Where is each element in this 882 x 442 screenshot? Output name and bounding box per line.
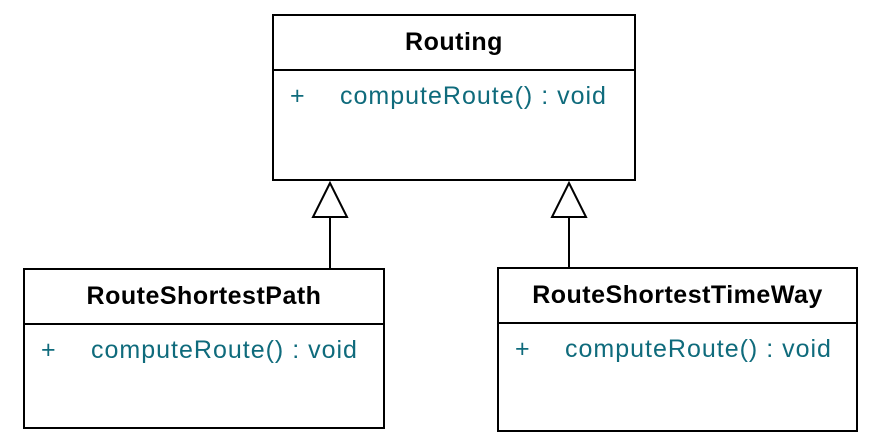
generalization-arrow-route-shortest-time-way bbox=[550, 180, 588, 268]
method-visibility: + bbox=[41, 336, 57, 364]
hollow-triangle-icon bbox=[550, 180, 588, 218]
method-visibility: + bbox=[515, 335, 531, 363]
method-visibility: + bbox=[290, 82, 306, 110]
method-signature: computeRoute() : void bbox=[565, 335, 832, 363]
class-members-route-shortest-path: + computeRoute() : void bbox=[25, 325, 383, 365]
method-row: + computeRoute() : void bbox=[41, 336, 369, 365]
method-signature: computeRoute() : void bbox=[91, 336, 358, 364]
class-box-route-shortest-path: RouteShortestPath + computeRoute() : voi… bbox=[23, 268, 385, 429]
method-signature: computeRoute() : void bbox=[340, 82, 607, 110]
class-name-routing: Routing bbox=[274, 16, 634, 71]
class-name-route-shortest-path: RouteShortestPath bbox=[25, 270, 383, 325]
class-box-routing: Routing + computeRoute() : void bbox=[272, 14, 636, 181]
class-members-routing: + computeRoute() : void bbox=[274, 71, 634, 111]
hollow-triangle-icon bbox=[311, 180, 349, 218]
class-name-route-shortest-time-way: RouteShortestTimeWay bbox=[499, 269, 856, 324]
generalization-arrow-route-shortest-path bbox=[311, 180, 349, 269]
class-box-route-shortest-time-way: RouteShortestTimeWay + computeRoute() : … bbox=[497, 267, 858, 432]
method-row: + computeRoute() : void bbox=[290, 82, 620, 111]
method-row: + computeRoute() : void bbox=[515, 335, 842, 364]
class-members-route-shortest-time-way: + computeRoute() : void bbox=[499, 324, 856, 364]
